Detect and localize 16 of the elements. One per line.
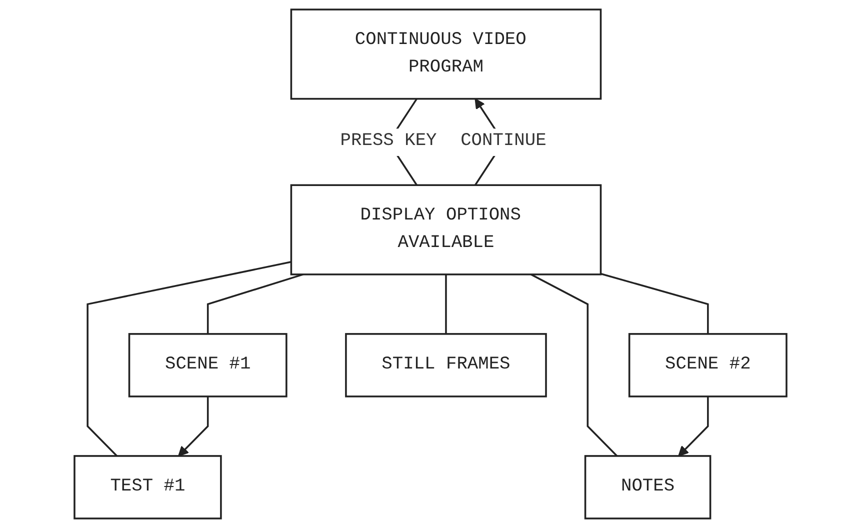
- edge-label: CONTINUE: [460, 130, 546, 152]
- node-box: CONTINUOUS VIDEO PROGRAM: [290, 8, 602, 100]
- node-box: SCENE #1: [128, 333, 288, 398]
- connector: [530, 274, 618, 457]
- connector: [86, 261, 292, 457]
- connector: [445, 274, 447, 334]
- node-box: SCENE #2: [628, 333, 788, 398]
- node-box: TEST #1: [74, 455, 222, 520]
- connector: [600, 272, 709, 334]
- connector: [206, 274, 304, 334]
- arrow: [178, 396, 209, 456]
- node-box: DISPLAY OPTIONS AVAILABLE: [290, 184, 602, 276]
- node-box: NOTES: [584, 455, 712, 520]
- edge-label: PRESS KEY: [340, 130, 437, 152]
- arrow: [678, 396, 709, 456]
- node-box: STILL FRAMES: [345, 333, 547, 398]
